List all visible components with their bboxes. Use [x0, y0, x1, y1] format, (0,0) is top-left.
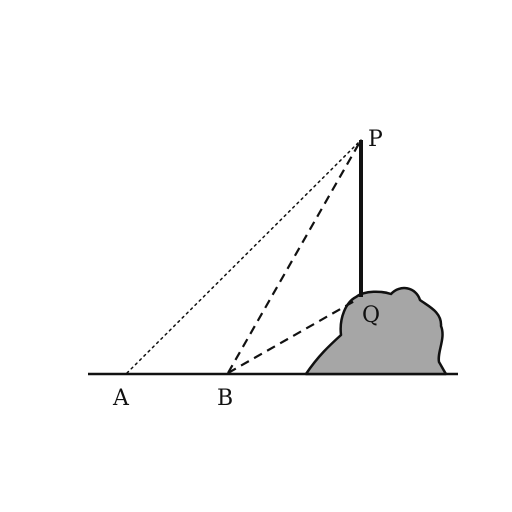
- label-point-q: Q: [362, 303, 380, 328]
- label-point-b: B: [217, 386, 233, 411]
- sightline-a-p: [126, 139, 362, 374]
- rock-shape: [304, 286, 448, 376]
- label-point-a: A: [112, 386, 130, 411]
- sightline-b-q: [227, 298, 359, 374]
- label-point-p: P: [368, 127, 383, 152]
